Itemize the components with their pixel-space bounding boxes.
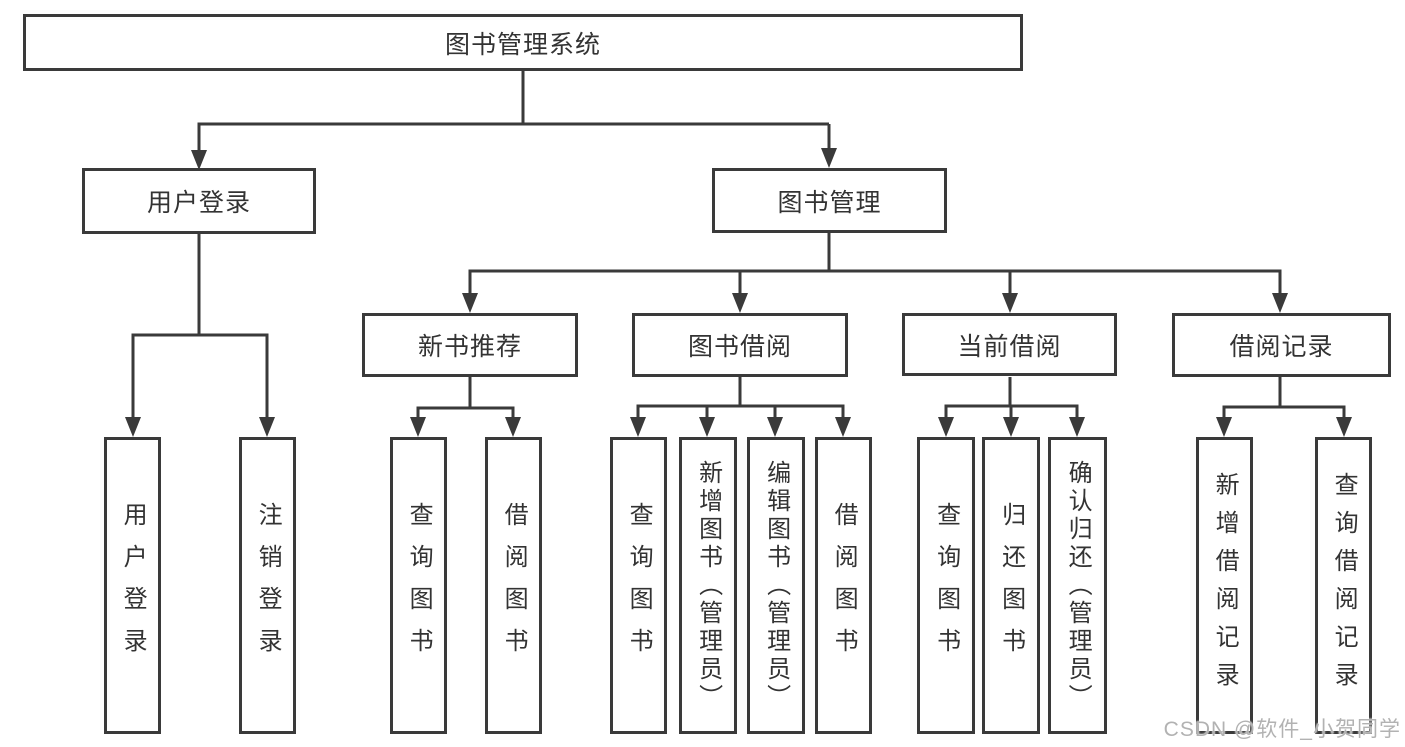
node-book-borrowing: 图书借阅 bbox=[632, 313, 848, 377]
leaf-borrow-books: 借阅图书 bbox=[815, 437, 872, 734]
node-new-book-recommend: 新书推荐 bbox=[362, 313, 578, 377]
arrowhead-icons bbox=[125, 148, 1352, 437]
leaf-label: 查询图书 bbox=[932, 501, 960, 670]
leaf-label: 确认归还（管理员） bbox=[1064, 459, 1092, 712]
leaf-label: 新增图书（管理员） bbox=[694, 459, 722, 712]
node-borrowing-records: 借阅记录 bbox=[1172, 313, 1391, 377]
node-label: 新书推荐 bbox=[417, 333, 522, 361]
leaf-label: 借阅图书 bbox=[830, 501, 858, 670]
leaf-label: 新增借阅记录 bbox=[1211, 471, 1239, 700]
leaf-query-books-current: 查询图书 bbox=[917, 437, 975, 734]
leaf-borrow-books-recommend: 借阅图书 bbox=[485, 437, 542, 734]
leaf-query-books-recommend: 查询图书 bbox=[390, 437, 447, 734]
leaf-return-books: 归还图书 bbox=[982, 437, 1040, 734]
node-current-borrowing: 当前借阅 bbox=[902, 313, 1117, 376]
leaf-query-books-borrowing: 查询图书 bbox=[610, 437, 667, 734]
leaf-user-login: 用户登录 bbox=[104, 437, 161, 734]
csdn-watermark: CSDN @软件_小贺同学 bbox=[1163, 718, 1401, 741]
leaf-edit-books-admin: 编辑图书（管理员） bbox=[747, 437, 805, 734]
leaf-label: 借阅图书 bbox=[500, 501, 528, 670]
node-label: 图书管理系统 bbox=[444, 30, 601, 59]
node-label: 借阅记录 bbox=[1229, 333, 1334, 361]
leaf-label: 编辑图书（管理员） bbox=[762, 459, 790, 712]
node-label: 当前借阅 bbox=[957, 332, 1062, 361]
leaf-label: 查询图书 bbox=[625, 501, 653, 670]
leaf-confirm-return-admin: 确认归还（管理员） bbox=[1048, 437, 1107, 734]
leaf-label: 查询图书 bbox=[405, 501, 433, 670]
leaf-label: 用户登录 bbox=[119, 501, 147, 670]
node-label: 用户登录 bbox=[146, 189, 251, 217]
leaf-logout: 注销登录 bbox=[239, 437, 296, 734]
leaf-add-borrow-record: 新增借阅记录 bbox=[1196, 437, 1253, 734]
leaf-label: 归还图书 bbox=[997, 501, 1025, 670]
node-user-login: 用户登录 bbox=[82, 168, 316, 234]
node-label: 图书管理 bbox=[777, 188, 882, 217]
node-label: 图书借阅 bbox=[687, 333, 792, 361]
leaf-label: 注销登录 bbox=[254, 501, 282, 670]
leaf-query-borrow-record: 查询借阅记录 bbox=[1315, 437, 1372, 734]
node-book-management: 图书管理 bbox=[712, 168, 947, 233]
node-library-system: 图书管理系统 bbox=[23, 14, 1023, 71]
leaf-label: 查询借阅记录 bbox=[1330, 471, 1358, 700]
leaf-add-books-admin: 新增图书（管理员） bbox=[679, 437, 737, 734]
